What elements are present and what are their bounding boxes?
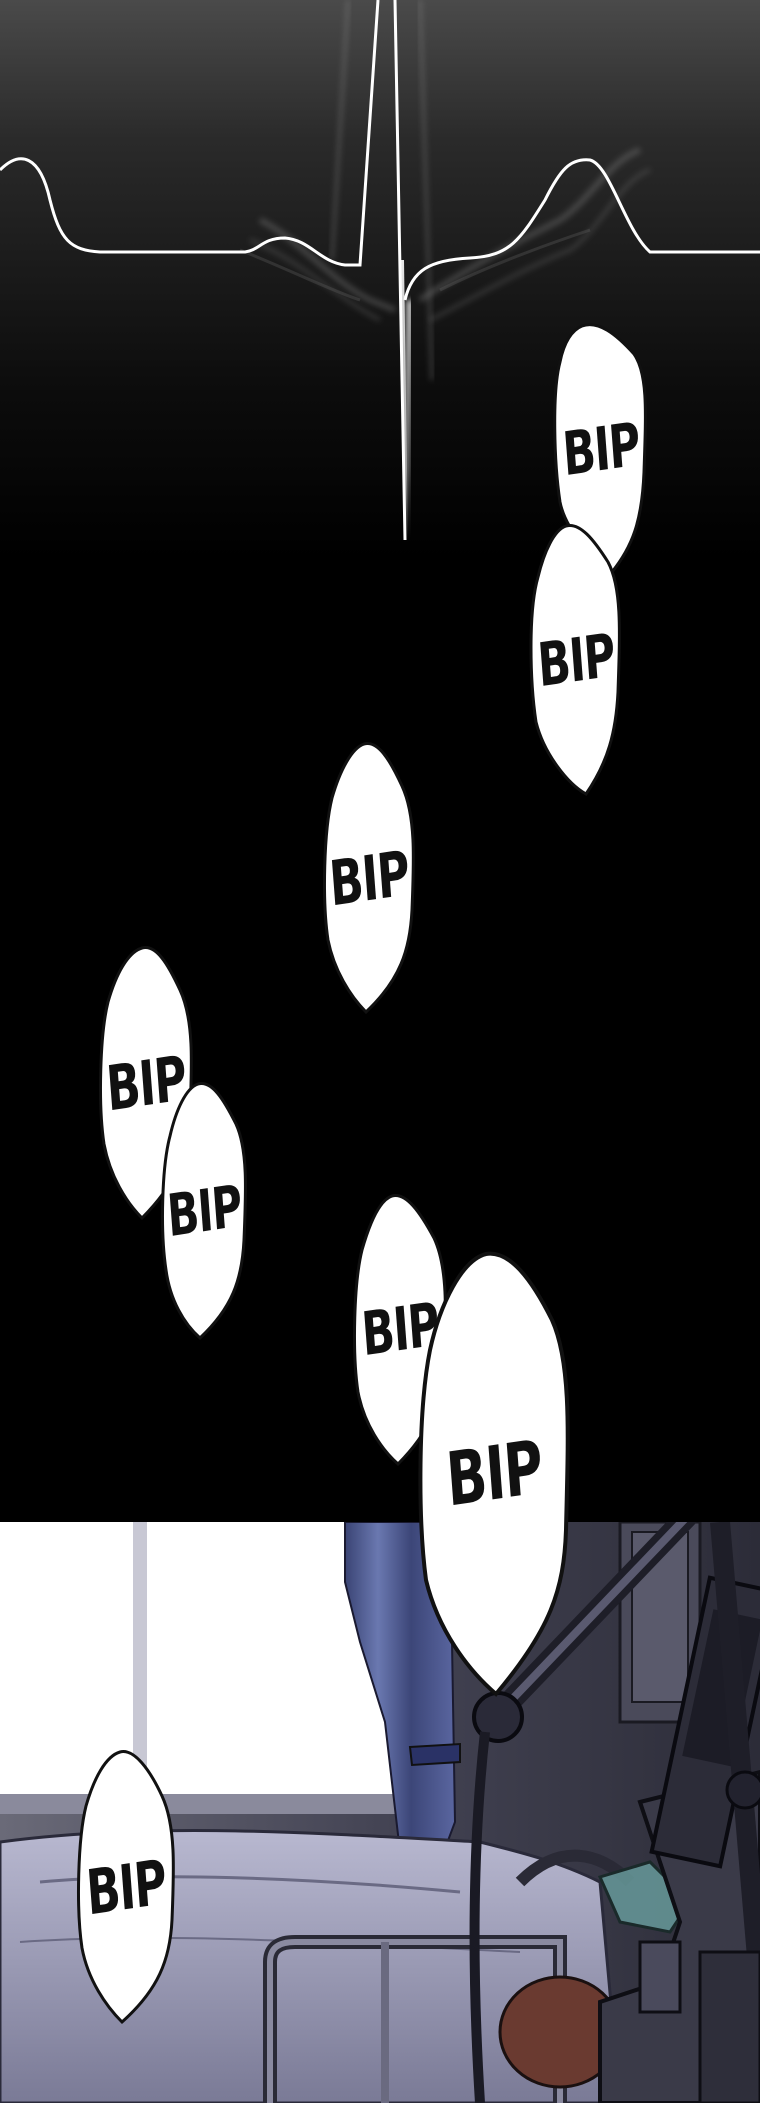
ecg-ghost-trace bbox=[258, 147, 642, 313]
bed-rail-highlight bbox=[267, 1939, 563, 2103]
ecg-waveform bbox=[0, 0, 760, 541]
sfx-bubble-shape bbox=[323, 742, 415, 1015]
window bbox=[0, 1522, 410, 1812]
sfx-bubble: BIP bbox=[416, 1250, 572, 1698]
sfx-text: BIP bbox=[326, 835, 412, 921]
sfx-bubble-shape bbox=[529, 524, 621, 796]
sfx-text: BIP bbox=[83, 1844, 169, 1930]
ecg-spike-tail bbox=[400, 259, 408, 541]
curtain-tie bbox=[408, 1742, 461, 1767]
ecg-spike-ghost bbox=[330, 0, 350, 261]
window-frame-vertical bbox=[133, 1522, 147, 1802]
iv-pole-highlight bbox=[497, 1522, 688, 1715]
hospital-room-scene bbox=[0, 1522, 760, 2103]
sfx-text: BIP bbox=[560, 409, 642, 491]
sfx-bubble-shape bbox=[161, 1082, 248, 1341]
window-sill bbox=[0, 1794, 420, 1814]
sfx-bubble: BIP bbox=[160, 1080, 248, 1342]
sfx-bubble-shape bbox=[418, 1251, 570, 1697]
ecg-ghost-trace bbox=[249, 168, 651, 322]
ventilator-side bbox=[698, 1950, 760, 2103]
sfx-bubble: BIP bbox=[528, 522, 624, 800]
sfx-text: BIP bbox=[535, 620, 617, 702]
ecg-spike-ghost bbox=[418, 0, 434, 381]
sfx-bubble-shape bbox=[77, 1750, 175, 2025]
sfx-text: BIP bbox=[164, 1171, 244, 1251]
sfx-bubble: BIP bbox=[76, 1748, 176, 2026]
oxygen-tube bbox=[469, 1731, 490, 2103]
monitor-arm-joint bbox=[725, 1770, 760, 1810]
ecg-ghost-trace bbox=[239, 228, 591, 302]
ventilator-screen bbox=[682, 1609, 760, 1767]
ventilator-knob-bank bbox=[638, 1940, 682, 2014]
sfx-bubble: BIP bbox=[322, 740, 416, 1016]
monitor-arm bbox=[710, 1522, 760, 1993]
sfx-text: BIP bbox=[443, 1424, 545, 1524]
